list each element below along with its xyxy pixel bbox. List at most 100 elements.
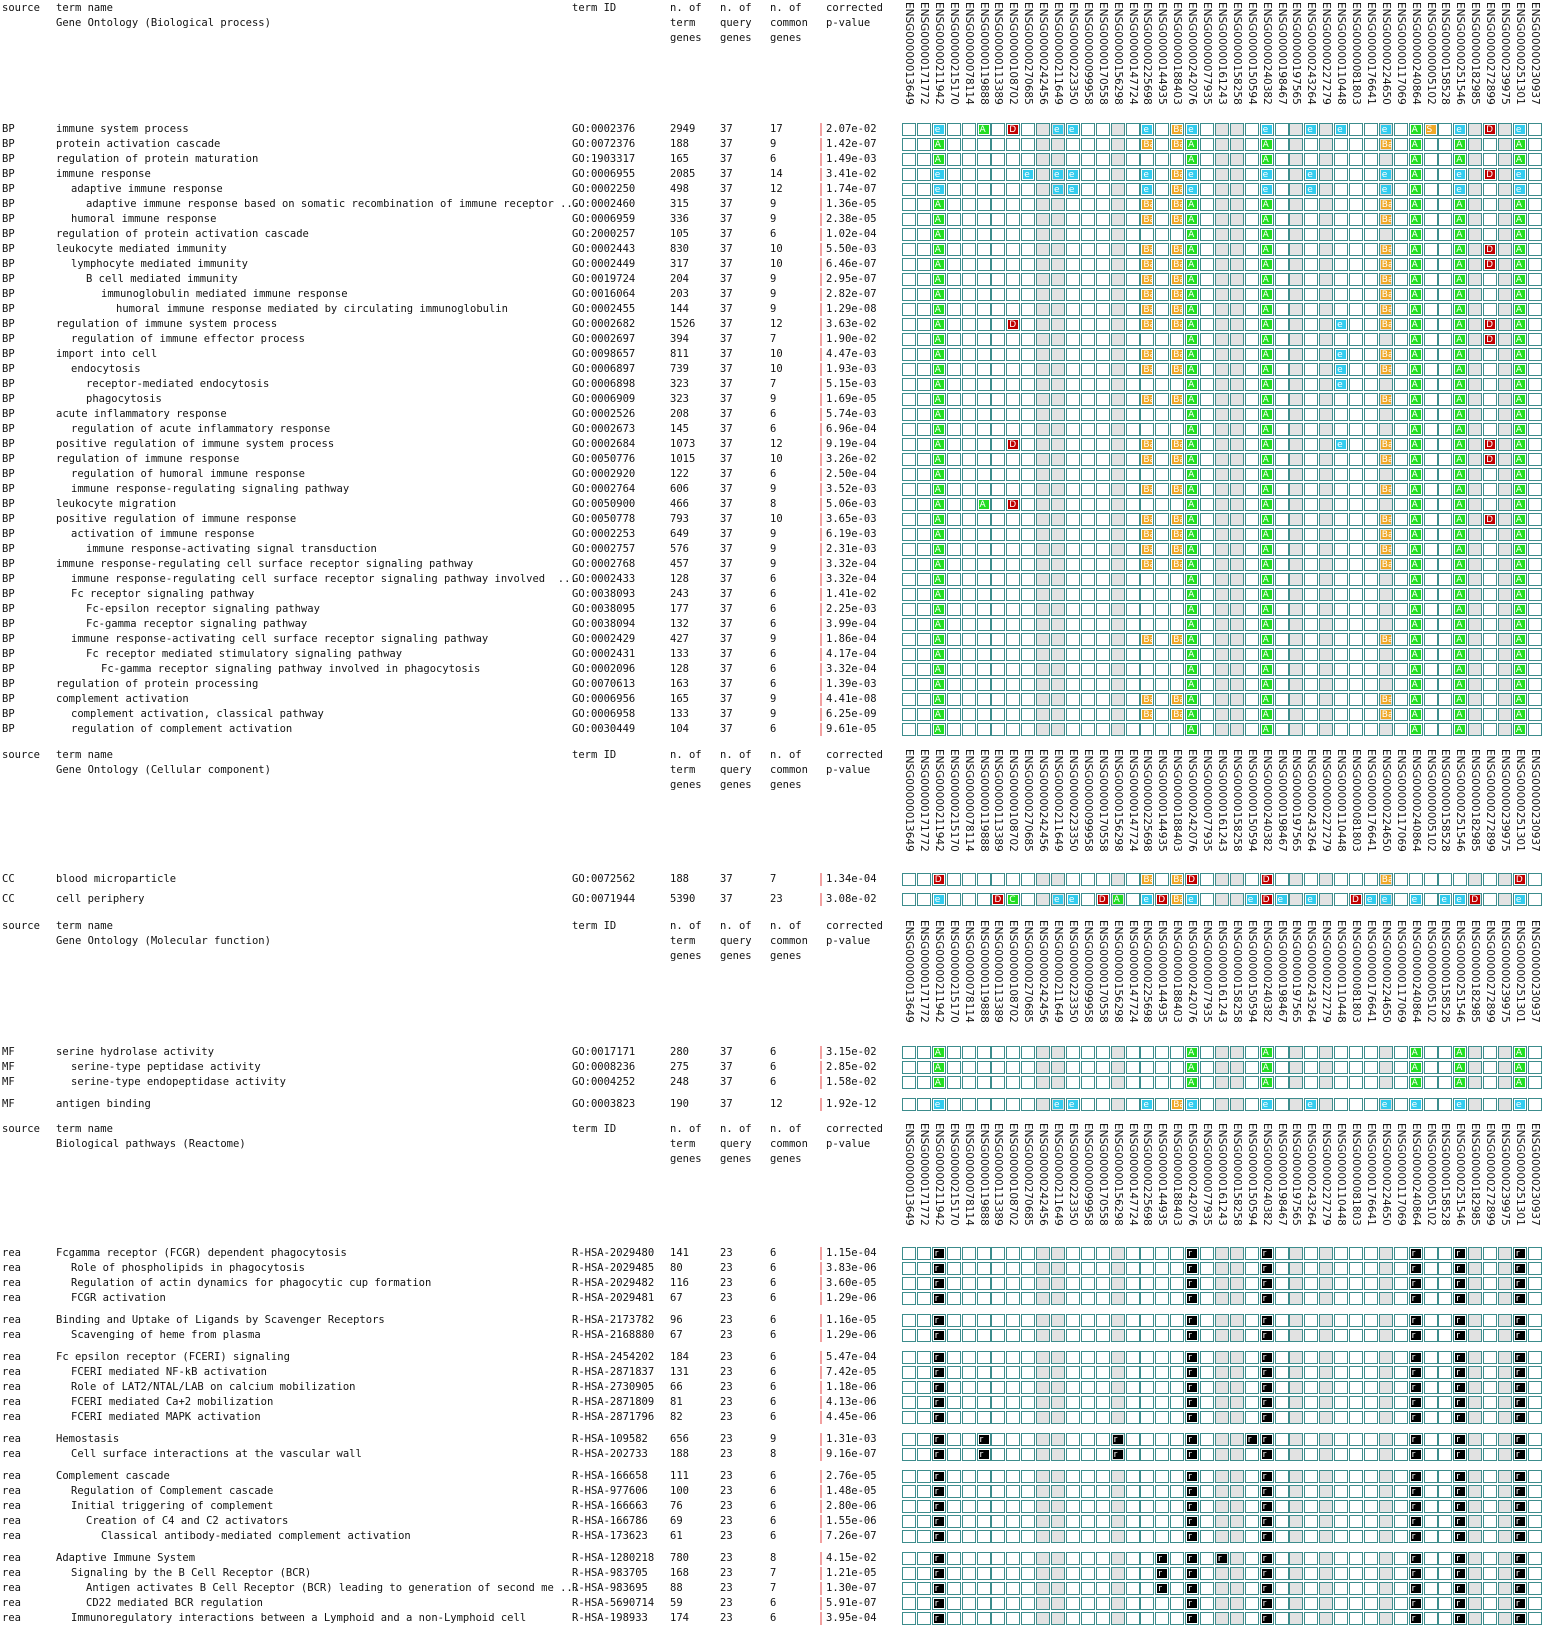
- grid-cell[interactable]: [1140, 1582, 1155, 1595]
- grid-cell[interactable]: r: [1408, 1366, 1423, 1379]
- grid-cell[interactable]: [1274, 648, 1289, 661]
- gene-column-header[interactable]: ENSG00000251301: [1513, 920, 1526, 1023]
- grid-cell[interactable]: A: [931, 408, 946, 421]
- gene-column-header[interactable]: ENSG00000242076: [1186, 749, 1199, 852]
- grid-cell[interactable]: [1244, 678, 1259, 691]
- grid-cell[interactable]: [946, 528, 961, 541]
- grid-cell[interactable]: [1021, 618, 1036, 631]
- grid-cell[interactable]: A: [1453, 588, 1468, 601]
- grid-cell[interactable]: [1393, 228, 1408, 241]
- grid-cell[interactable]: [1080, 198, 1095, 211]
- grid-cell[interactable]: A: [1512, 138, 1527, 151]
- grid-cell[interactable]: [1095, 468, 1110, 481]
- grid-cell[interactable]: [1289, 288, 1304, 301]
- grid-cell[interactable]: [1006, 483, 1021, 496]
- grid-cell[interactable]: [1498, 1262, 1512, 1275]
- grid-cell[interactable]: D: [1483, 168, 1498, 181]
- gene-column-header[interactable]: ENSG00000144935: [1156, 2, 1169, 105]
- grid-cell[interactable]: [1214, 633, 1229, 646]
- grid-cell[interactable]: [916, 438, 931, 451]
- grid-cell[interactable]: [1349, 183, 1363, 196]
- grid-cell[interactable]: [1468, 393, 1483, 406]
- grid-cell[interactable]: [1334, 1061, 1349, 1074]
- grid-cell[interactable]: [1110, 378, 1125, 391]
- grid-cell[interactable]: [1036, 438, 1051, 451]
- grid-cell[interactable]: [1021, 1597, 1036, 1610]
- grid-cell[interactable]: [976, 1597, 991, 1610]
- grid-cell[interactable]: [916, 1314, 931, 1327]
- gene-column-header[interactable]: ENSG00000161243: [1215, 749, 1228, 852]
- grid-cell[interactable]: [1498, 153, 1512, 166]
- grid-cell[interactable]: A: [1185, 588, 1200, 601]
- grid-cell[interactable]: [902, 258, 916, 271]
- grid-cell[interactable]: A: [1512, 363, 1527, 376]
- grid-cell[interactable]: [1423, 528, 1438, 541]
- grid-cell[interactable]: [961, 498, 976, 511]
- grid-cell[interactable]: [946, 1470, 961, 1483]
- grid-cell[interactable]: A: [1259, 1076, 1274, 1089]
- grid-cell[interactable]: [1095, 1314, 1110, 1327]
- grid-cell[interactable]: [1378, 153, 1393, 166]
- grid-cell[interactable]: [1498, 1448, 1512, 1461]
- grid-cell[interactable]: [1483, 1314, 1498, 1327]
- grid-cell[interactable]: Ba: [1170, 1098, 1185, 1111]
- term-name-link[interactable]: Role of LAT2/NTAL/LAB on calcium mobiliz…: [71, 1381, 356, 1393]
- grid-cell[interactable]: [1468, 1612, 1483, 1625]
- grid-cell[interactable]: e: [1378, 893, 1393, 906]
- grid-cell[interactable]: [1244, 348, 1259, 361]
- grid-cell[interactable]: e: [1304, 123, 1319, 136]
- grid-cell[interactable]: r: [1408, 1396, 1423, 1409]
- grid-cell[interactable]: [1170, 1366, 1185, 1379]
- grid-cell[interactable]: [1334, 1351, 1349, 1364]
- grid-cell[interactable]: [1021, 438, 1036, 451]
- grid-cell[interactable]: [1036, 468, 1051, 481]
- grid-cell[interactable]: [1214, 1411, 1229, 1424]
- term-id-link[interactable]: GO:0002429: [572, 633, 636, 645]
- gene-column-header[interactable]: ENSG00000211942: [932, 2, 945, 105]
- grid-cell[interactable]: [1155, 1046, 1170, 1059]
- grid-cell[interactable]: [1110, 453, 1125, 466]
- grid-cell[interactable]: [1438, 1515, 1453, 1528]
- grid-cell[interactable]: [1080, 588, 1095, 601]
- grid-cell[interactable]: [1200, 1247, 1214, 1260]
- term-id-link[interactable]: R-HSA-2029485: [572, 1262, 655, 1274]
- grid-cell[interactable]: [1065, 1061, 1080, 1074]
- grid-cell[interactable]: A: [1453, 633, 1468, 646]
- grid-cell[interactable]: [1483, 1396, 1498, 1409]
- grid-cell[interactable]: e: [1512, 1098, 1527, 1111]
- grid-cell[interactable]: [1051, 213, 1065, 226]
- grid-cell[interactable]: [1065, 1292, 1080, 1305]
- grid-cell[interactable]: [1095, 453, 1110, 466]
- grid-cell[interactable]: [1006, 648, 1021, 661]
- grid-cell[interactable]: [1051, 1366, 1065, 1379]
- term-id-link[interactable]: GO:0019724: [572, 273, 636, 285]
- grid-cell[interactable]: A: [1259, 498, 1274, 511]
- grid-cell[interactable]: [1021, 243, 1036, 256]
- grid-cell[interactable]: [1214, 1448, 1229, 1461]
- grid-cell[interactable]: [1229, 1247, 1244, 1260]
- term-id-link[interactable]: GO:0002455: [572, 303, 636, 315]
- grid-cell[interactable]: [1393, 168, 1408, 181]
- grid-cell[interactable]: [1378, 1351, 1393, 1364]
- grid-cell[interactable]: [1170, 1046, 1185, 1059]
- grid-cell[interactable]: [1065, 603, 1080, 616]
- grid-cell[interactable]: [1289, 1046, 1304, 1059]
- grid-cell[interactable]: A: [1185, 663, 1200, 676]
- grid-cell[interactable]: [1080, 243, 1095, 256]
- grid-cell[interactable]: [1214, 1098, 1229, 1111]
- grid-cell[interactable]: [1006, 1530, 1021, 1543]
- grid-cell[interactable]: [1438, 693, 1453, 706]
- grid-cell[interactable]: [1080, 1247, 1095, 1260]
- grid-cell[interactable]: [1304, 318, 1319, 331]
- grid-cell[interactable]: A: [931, 708, 946, 721]
- grid-cell[interactable]: [1155, 408, 1170, 421]
- grid-cell[interactable]: [1289, 1448, 1304, 1461]
- grid-cell[interactable]: [902, 1552, 916, 1565]
- grid-cell[interactable]: [1274, 393, 1289, 406]
- grid-cell[interactable]: [991, 708, 1006, 721]
- grid-cell[interactable]: [1200, 138, 1214, 151]
- grid-cell[interactable]: [1438, 1485, 1453, 1498]
- grid-cell[interactable]: [1483, 1351, 1498, 1364]
- grid-cell[interactable]: A: [1512, 423, 1527, 436]
- grid-cell[interactable]: [1080, 1485, 1095, 1498]
